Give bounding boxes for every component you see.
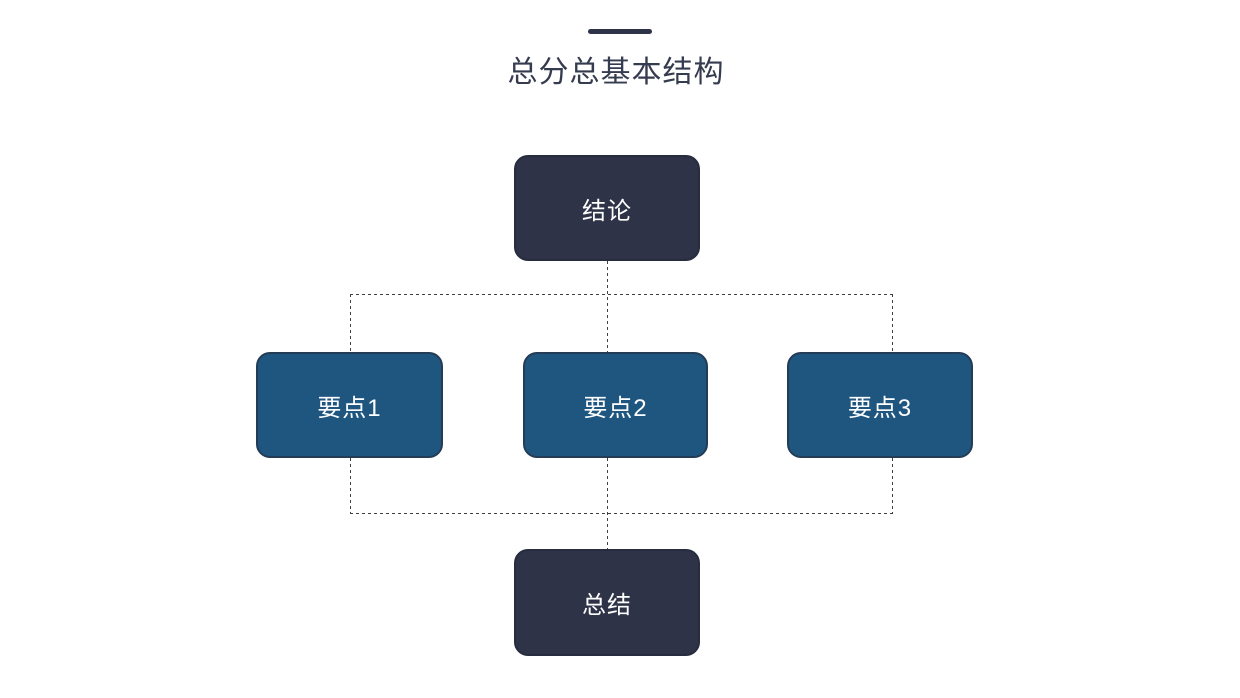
node-point-1: 要点1 bbox=[256, 352, 443, 458]
page-title: 总分总基本结构 bbox=[507, 56, 725, 89]
title-accent-bar bbox=[588, 29, 652, 34]
node-point-3: 要点3 bbox=[787, 352, 973, 458]
node-point-2: 要点2 bbox=[523, 352, 708, 458]
node-conclusion: 结论 bbox=[514, 155, 700, 261]
node-summary: 总结 bbox=[514, 549, 700, 656]
